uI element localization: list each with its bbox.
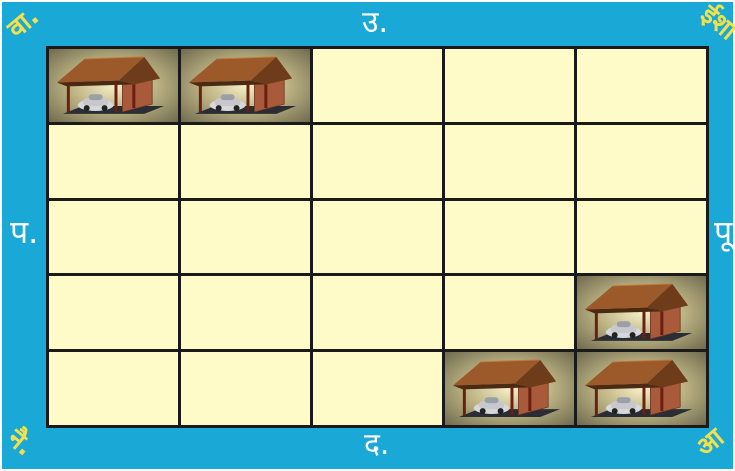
grid-cell-empty[interactable] (313, 352, 442, 425)
grid-board (46, 46, 709, 428)
grid-cell-garage[interactable] (49, 49, 178, 122)
garage-icon (577, 352, 706, 425)
garage-icon (181, 49, 310, 122)
grid-cell-empty[interactable] (181, 125, 310, 198)
grid-cell-empty[interactable] (445, 276, 574, 349)
grid-cell-empty[interactable] (445, 201, 574, 274)
grid-cell-garage[interactable] (577, 276, 706, 349)
corner-northwest-label: वा. (3, 3, 44, 43)
grid-cell-empty[interactable] (313, 125, 442, 198)
garage-icon (577, 276, 706, 349)
grid-cell-empty[interactable] (181, 201, 310, 274)
direction-north-label: उ. (362, 8, 388, 38)
grid-cell-garage[interactable] (577, 352, 706, 425)
garage-icon (445, 352, 574, 425)
corner-northeast-label: ईशा (696, 1, 735, 45)
corner-southeast-label: आ (692, 424, 729, 461)
grid-cell-empty[interactable] (445, 49, 574, 122)
grid-cell-empty[interactable] (577, 49, 706, 122)
direction-south-label: द. (364, 430, 389, 460)
grid-cell-empty[interactable] (313, 276, 442, 349)
direction-west-label: प. (10, 216, 38, 248)
direction-east-label: पू (714, 216, 732, 248)
grid-cell-empty[interactable] (49, 276, 178, 349)
grid-cell-garage[interactable] (445, 352, 574, 425)
grid-cell-empty[interactable] (181, 276, 310, 349)
grid-cell-garage[interactable] (181, 49, 310, 122)
grid-cell-empty[interactable] (181, 352, 310, 425)
grid-cell-empty[interactable] (49, 352, 178, 425)
grid-cell-empty[interactable] (313, 49, 442, 122)
grid-cell-empty[interactable] (445, 125, 574, 198)
corner-southwest-label: नै. (2, 425, 37, 461)
grid-cell-empty[interactable] (49, 201, 178, 274)
grid-cell-empty[interactable] (313, 201, 442, 274)
grid-cell-empty[interactable] (577, 201, 706, 274)
grid-cell-empty[interactable] (577, 125, 706, 198)
grid-cell-empty[interactable] (49, 125, 178, 198)
garage-icon (49, 49, 178, 122)
